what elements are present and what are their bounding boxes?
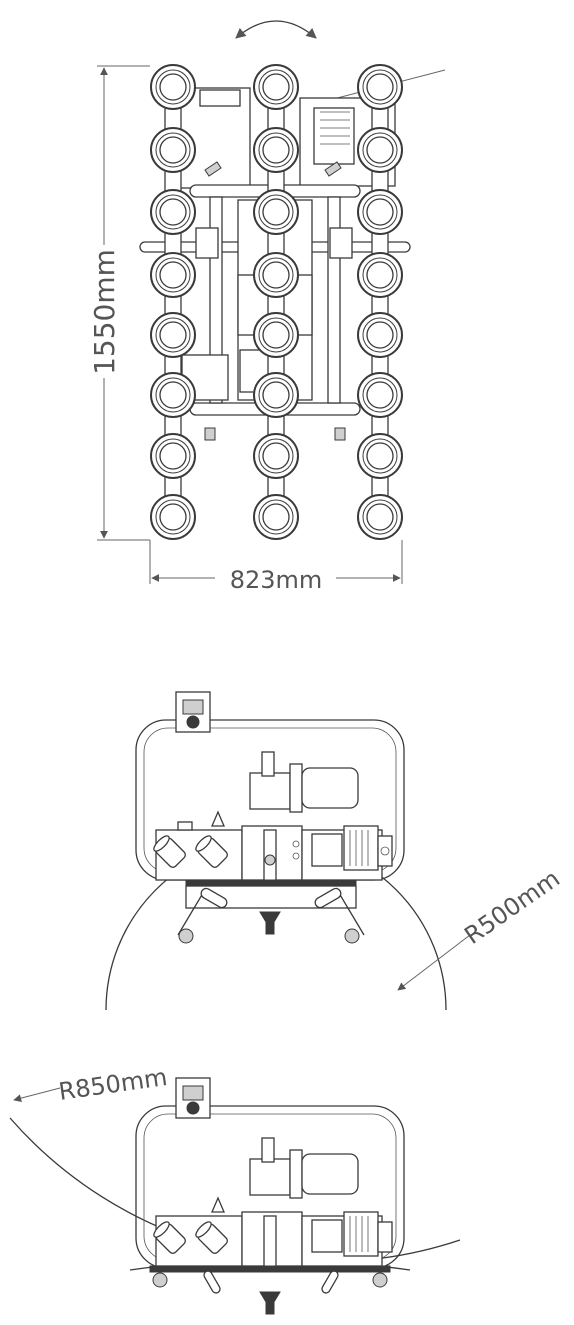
suction-cup-center: [366, 73, 394, 101]
suction-cup-rim: [155, 377, 191, 413]
suction-cup-center: [366, 136, 394, 164]
suction-cup-center: [159, 136, 187, 164]
suction-cup-rim: [155, 69, 191, 105]
suction-cup-rim: [155, 257, 191, 293]
suction-cup-rim: [258, 317, 294, 353]
suction-cup-rim: [258, 194, 294, 230]
suction-cup-rim: [258, 438, 294, 474]
suction-cup-rim: [155, 499, 191, 535]
r850-leader: [13, 1087, 61, 1103]
suction-cup-rim: [362, 377, 398, 413]
suction-cup-rim: [362, 317, 398, 353]
suction-cup-center: [159, 261, 187, 289]
height-dimension-label: 1550mm: [88, 249, 121, 375]
suction-cup-rim: [258, 69, 294, 105]
suction-cup-center: [366, 503, 394, 531]
machine-side-view-2: [135, 1077, 405, 1315]
suction-cup-center: [262, 261, 290, 289]
r500-leader: [397, 934, 471, 991]
suction-cup-rim: [155, 132, 191, 168]
suction-cup-center: [366, 442, 394, 470]
suction-cup-center: [159, 442, 187, 470]
r500-label: R500mm: [459, 864, 565, 950]
suction-cup-rim: [362, 438, 398, 474]
suction-cup-center: [262, 321, 290, 349]
suction-cup-rim: [362, 194, 398, 230]
suction-cup-rim: [258, 257, 294, 293]
suction-cup-center: [262, 442, 290, 470]
width-dimension-label: 823mm: [230, 566, 323, 594]
suction-cup-rim: [362, 257, 398, 293]
suction-cup-center: [262, 73, 290, 101]
suction-cup-rim: [155, 194, 191, 230]
r850-label: R850mm: [57, 1063, 169, 1106]
suction-cup-center: [159, 381, 187, 409]
suction-cup-array: [150, 64, 403, 540]
suction-cup-center: [159, 503, 187, 531]
suction-cup-rim: [362, 132, 398, 168]
suction-cup-rim: [362, 69, 398, 105]
suction-cup-center: [262, 136, 290, 164]
suction-cup-center: [262, 381, 290, 409]
rotation-arrow-icon: [235, 20, 317, 39]
suction-cup-center: [366, 261, 394, 289]
height-dimension: 1550mm: [88, 65, 150, 541]
suction-cup-rim: [258, 132, 294, 168]
top-view: 1550mm 823mm: [88, 20, 446, 594]
suction-cup-center: [366, 381, 394, 409]
suction-cup-center: [366, 198, 394, 226]
machine-side-view: [135, 691, 405, 944]
width-dimension: 823mm: [149, 540, 403, 594]
suction-cup-rim: [362, 499, 398, 535]
suction-cup-center: [366, 321, 394, 349]
suction-cup-center: [159, 198, 187, 226]
suction-cup-rim: [258, 377, 294, 413]
suction-cup-center: [159, 321, 187, 349]
side-view-r850: R850mm: [9, 1063, 461, 1315]
suction-cup-center: [262, 503, 290, 531]
suction-cup-rim: [155, 438, 191, 474]
suction-cup-rim: [258, 499, 294, 535]
side-view-r500: R500mm: [105, 691, 565, 1011]
suction-cup-center: [159, 73, 187, 101]
suction-cup-center: [262, 198, 290, 226]
suction-cup-rim: [155, 317, 191, 353]
